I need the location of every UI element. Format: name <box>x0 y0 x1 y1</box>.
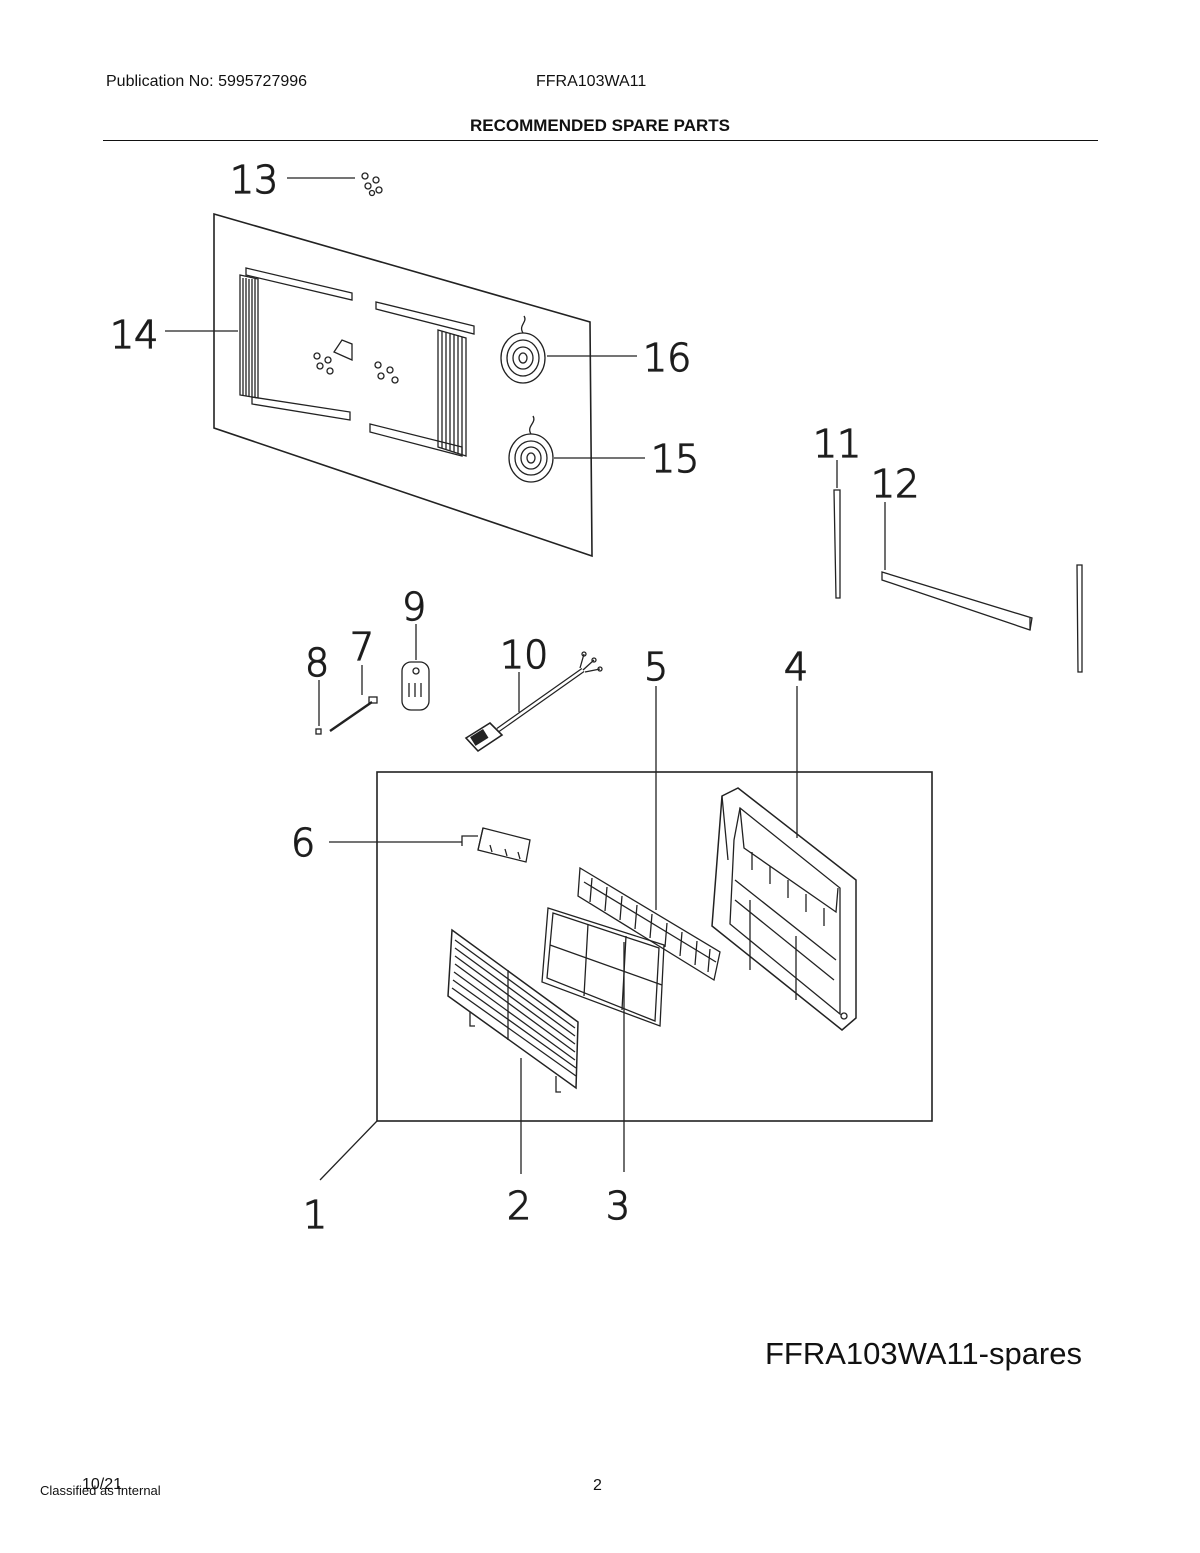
part-10-power-cord <box>464 651 603 753</box>
callout-14: 14 <box>110 313 158 357</box>
callout-7: 7 <box>350 625 374 669</box>
callout-2: 2 <box>507 1184 531 1228</box>
part-9-remote-control <box>401 624 430 711</box>
part-11-side-strip <box>833 460 841 599</box>
part-16-foam-seal <box>500 315 637 384</box>
publication-number: Publication No: 5995727996 <box>106 73 308 90</box>
diagram-id: FFRA103WA11-spares <box>765 1336 1082 1371</box>
page-number: 2 <box>593 1477 602 1494</box>
part-12-top-strip <box>881 502 1083 673</box>
callout-5: 5 <box>644 645 668 689</box>
callout-8: 8 <box>305 641 329 685</box>
part-14-curtain-frame <box>165 267 475 457</box>
window-kit-panel <box>213 212 593 558</box>
part-15-foam-seal <box>508 415 645 483</box>
part-6-control-box <box>329 827 531 863</box>
page-title: RECOMMENDED SPARE PARTS <box>469 116 731 135</box>
part-8-clip <box>315 680 322 735</box>
callout-16: 16 <box>643 336 691 380</box>
part-13-screws <box>287 172 383 197</box>
classification-label: Classified as Internal <box>40 1483 161 1498</box>
part-4-front-housing <box>711 686 857 1031</box>
part-2-grille <box>447 928 579 1174</box>
callout-9: 9 <box>402 585 426 629</box>
header-rule <box>103 140 1098 141</box>
callout-11: 11 <box>813 422 861 466</box>
part-5-louver <box>577 686 721 982</box>
callout-4: 4 <box>784 645 808 689</box>
model-number: FFRA103WA11 <box>536 73 647 90</box>
callout-1: 1 <box>303 1193 327 1237</box>
part-7-sensor <box>329 665 378 732</box>
callout-15: 15 <box>651 437 699 481</box>
callout-3: 3 <box>606 1184 630 1228</box>
publication-date: 10/21 <box>82 1476 123 1493</box>
callout-13: 13 <box>230 158 278 202</box>
front-panel-assembly-box <box>319 771 933 1181</box>
part-3-filter <box>541 907 665 1172</box>
callout-6: 6 <box>291 821 315 865</box>
callout-10: 10 <box>500 633 548 677</box>
callout-12: 12 <box>871 462 919 506</box>
